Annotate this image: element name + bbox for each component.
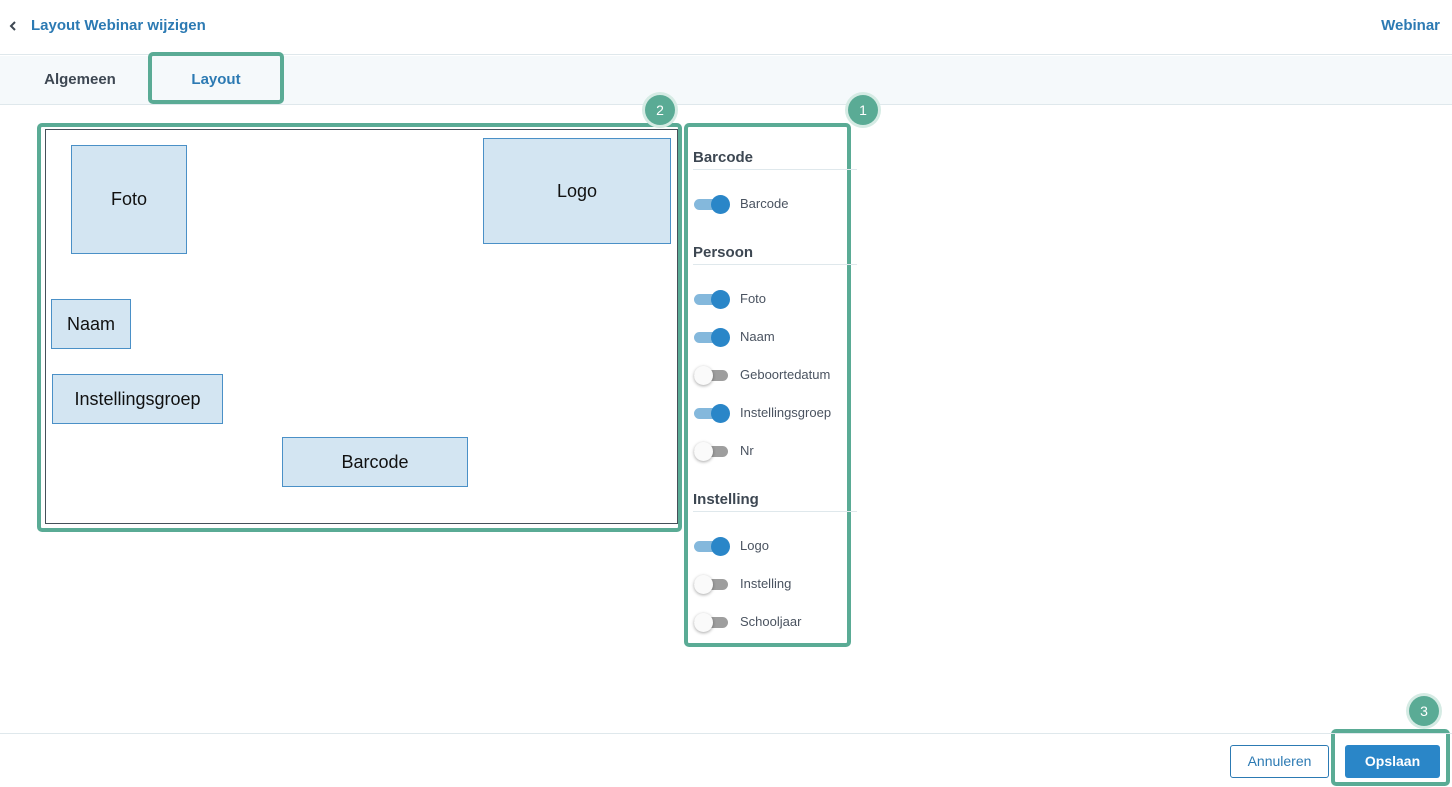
canvas-field-logo[interactable]: Logo [483,138,671,244]
toggle-label: Barcode [740,196,789,211]
highlight-tab-layout [148,52,284,104]
canvas-field-barcode[interactable]: Barcode [282,437,468,487]
toggle-row-naam[interactable]: Naam [693,326,857,348]
canvas-field-foto[interactable]: Foto [71,145,187,254]
highlight-panel [684,123,851,647]
toggle-label: Foto [740,291,767,306]
toggle-row-geboortedatum[interactable]: Geboortedatum [693,364,857,386]
toggle-switch-naam[interactable] [694,328,730,347]
footer-divider [0,733,1452,734]
toggle-switch-geboortedatum[interactable] [694,366,730,385]
toggle-row-schooljaar[interactable]: Schooljaar [693,611,857,633]
highlight-save-button [1331,729,1450,786]
section-title-instelling: Instelling [693,491,759,508]
toggle-switch-nr[interactable] [694,442,730,461]
save-button[interactable]: Opslaan [1345,745,1440,778]
annotation-badge-3: 3 [1409,696,1439,726]
toggle-label: Nr [740,443,754,458]
toggle-row-instellingsgroep[interactable]: Instellingsgroep [693,402,857,424]
toggle-label: Schooljaar [740,614,802,629]
toggle-row-logo[interactable]: Logo [693,535,857,557]
section-title-barcode: Barcode [693,149,754,166]
toggle-label: Geboortedatum [740,367,831,382]
toggle-switch-logo[interactable] [694,537,730,556]
layout-canvas[interactable]: Foto Logo Naam Instellingsgroep Barcode [45,129,678,524]
canvas-field-instellingsgroep[interactable]: Instellingsgroep [52,374,223,424]
canvas-field-naam[interactable]: Naam [51,299,131,349]
tab-layout[interactable]: Layout [191,71,241,88]
highlight-canvas [37,123,682,532]
top-bar: Layout Webinar wijzigen Webinar [0,0,1452,55]
chevron-left-icon[interactable] [6,16,20,36]
toggle-switch-foto[interactable] [694,290,730,309]
toggle-row-nr[interactable]: Nr [693,440,857,462]
toggle-label: Naam [740,329,775,344]
toggle-row-instelling[interactable]: Instelling [693,573,857,595]
annotation-badge-1: 1 [848,95,878,125]
tab-bar: Algemeen Layout [0,56,1452,105]
section-divider [693,169,857,170]
toggle-switch-barcode[interactable] [694,195,730,214]
toggle-row-foto[interactable]: Foto [693,288,857,310]
toggle-label: Logo [740,538,769,553]
page-title[interactable]: Layout Webinar wijzigen [31,17,206,34]
context-link[interactable]: Webinar [1381,17,1440,34]
toggle-switch-schooljaar[interactable] [694,613,730,632]
toggle-label: Instelling [740,576,792,591]
section-divider [693,264,857,265]
toggle-label: Instellingsgroep [740,405,832,420]
cancel-button[interactable]: Annuleren [1230,745,1329,778]
tab-algemeen[interactable]: Algemeen [44,71,116,88]
section-divider [693,511,857,512]
toggle-row-barcode[interactable]: Barcode [693,193,857,215]
annotation-badge-2: 2 [645,95,675,125]
toggle-switch-instelling[interactable] [694,575,730,594]
toggle-switch-instellingsgroep[interactable] [694,404,730,423]
section-title-persoon: Persoon [693,244,754,261]
